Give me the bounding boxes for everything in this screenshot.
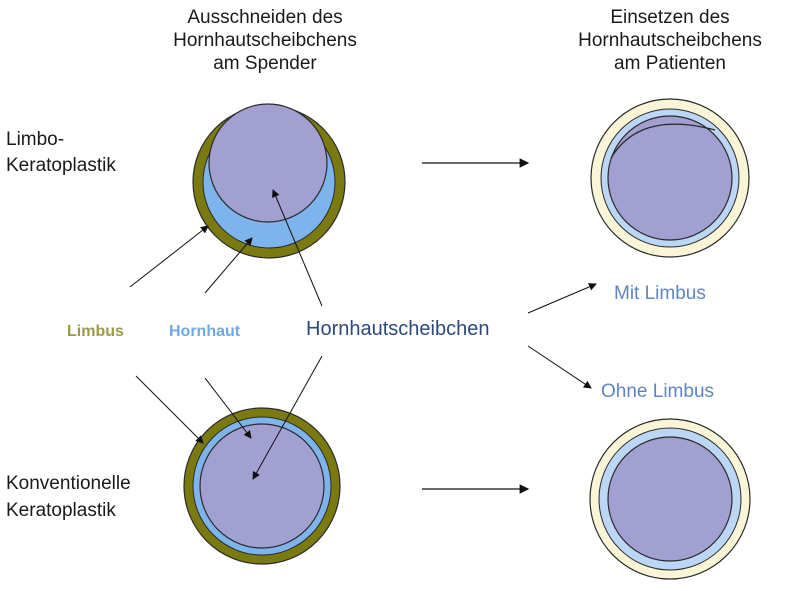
- hornhaut-arrow-bottom: [204, 377, 252, 439]
- scheibchen-arrow-bottom: [252, 355, 323, 480]
- header-donor: Ausschneiden des Hornhautscheibchens am …: [130, 6, 400, 75]
- limbus-arrow-top: [129, 225, 209, 288]
- label-mit-limbus: Mit Limbus: [614, 283, 706, 304]
- scheibchen-arrow-top: [272, 189, 323, 307]
- row-label-conventional: Konventionelle Keratoplastik: [6, 470, 131, 524]
- label-hornhaut: Hornhaut: [169, 323, 241, 340]
- header-donor-line-1: Ausschneiden des: [187, 7, 343, 28]
- row-label-limbo-line-1: Limbo-: [6, 129, 65, 150]
- header-recipient-line-1: Einsetzen des: [610, 7, 730, 28]
- row-label-limbo-line-2: Keratoplastik: [6, 155, 116, 176]
- ohne-limbus-arrow: [527, 345, 592, 389]
- row-label-conventional-line-2: Keratoplastik: [6, 500, 116, 521]
- header-donor-line-3: am Spender: [213, 53, 317, 74]
- recipient-limbo-circle: [590, 98, 750, 258]
- label-ohne-limbus: Ohne Limbus: [601, 381, 715, 402]
- donor-limbo-circle: [192, 103, 346, 259]
- recipient-conventional-circle: [589, 418, 751, 580]
- hornhaut-arrow-top: [204, 237, 253, 294]
- header-recipient: Einsetzen des Hornhautscheibchens am Pat…: [540, 6, 800, 75]
- donor-conventional-circle: [183, 407, 341, 565]
- header-recipient-line-3: am Patienten: [614, 53, 726, 74]
- row-label-conventional-line-1: Konventionelle: [6, 473, 131, 494]
- row-label-limbo: Limbo- Keratoplastik: [6, 127, 116, 179]
- limbus-arrow-bottom: [135, 375, 204, 444]
- header-donor-line-2: Hornhautscheibchens: [173, 30, 357, 51]
- header-recipient-line-2: Hornhautscheibchens: [578, 30, 762, 51]
- label-hornhautscheibchen: Hornhautscheibchen: [306, 318, 490, 340]
- label-limbus: Limbus: [67, 323, 124, 340]
- mit-limbus-arrow: [527, 283, 597, 314]
